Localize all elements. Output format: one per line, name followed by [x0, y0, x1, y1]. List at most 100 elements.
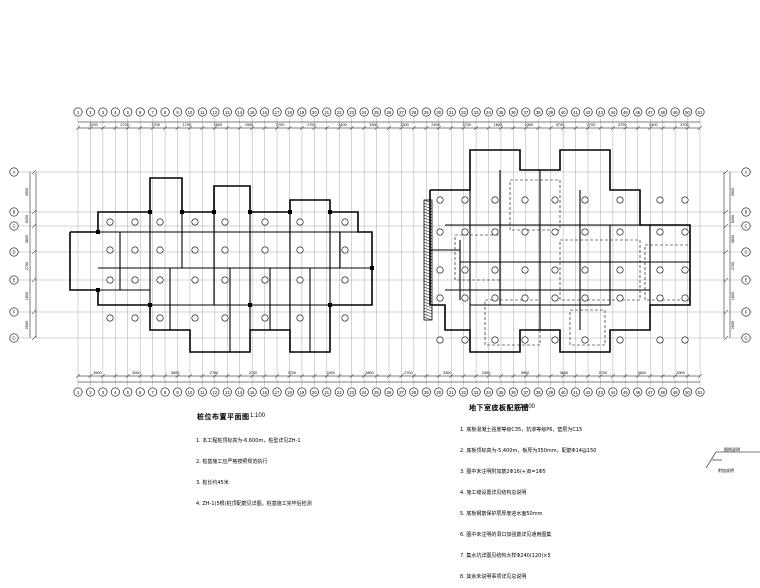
pile-marker — [261, 314, 269, 322]
legend-symbol — [705, 451, 760, 469]
right-note-line: 1. 底板混凝土强度等级C35，抗渗等级P6，垫层为C15 — [460, 427, 583, 433]
axis-bubble — [683, 107, 693, 117]
axis-label: 24 — [362, 390, 367, 395]
axis-bubbles: 1122334455667788991010111112121313141415… — [9, 107, 751, 397]
pile-marker — [221, 276, 229, 284]
dimension-tick — [75, 125, 81, 131]
bottom-dimension-text: 3900 — [93, 371, 101, 375]
side-dimension-text: 5200 — [25, 215, 29, 223]
dimension-tick — [648, 125, 653, 131]
axis-label: 6 — [139, 110, 142, 115]
axis-bubble — [297, 107, 307, 117]
dimension-tick — [548, 125, 553, 131]
dimension-tick — [461, 373, 466, 379]
column-marker — [616, 336, 624, 344]
top-dimension-text: 2700 — [152, 123, 160, 127]
axis-label: 44 — [611, 390, 616, 395]
column-marker — [581, 336, 589, 344]
dimension-tick — [623, 373, 628, 379]
dimension-tick — [436, 125, 441, 131]
dimension-tick — [299, 125, 305, 131]
left-note-line: 1. 本工程桩顶标高为-6.600m，桩型详见ZH-1 — [196, 438, 301, 444]
dimension-tick — [536, 125, 541, 131]
axis-label: 11 — [200, 390, 205, 395]
shaft-hatch — [423, 232, 433, 237]
axis-label: 27 — [399, 110, 404, 115]
axis-bubble — [434, 387, 444, 397]
axis-bubble — [260, 107, 270, 117]
dimension-tick — [424, 125, 429, 131]
axis-bubble — [210, 107, 220, 117]
left-floor-plan — [69, 177, 374, 353]
axis-label: 32 — [461, 110, 466, 115]
axis-label: 25 — [374, 110, 379, 115]
column-marker — [461, 266, 469, 274]
structural-drawing: 1122334455667788991010111112121313141415… — [9, 107, 760, 469]
shaft-hatch — [423, 280, 433, 285]
axis-bubble — [521, 387, 531, 397]
axis-bubble — [9, 221, 19, 231]
axis-bubble — [533, 387, 543, 397]
axis-label: 43 — [598, 390, 603, 395]
dimension-tick — [523, 125, 529, 131]
axis-bubble — [110, 107, 120, 117]
pile-marker — [296, 246, 304, 254]
dimension-tick — [225, 373, 230, 379]
dimension-tick — [287, 373, 292, 379]
right-note-line: 5. 底板钢筋保护层厚度迎水面50mm — [460, 511, 543, 517]
axis-label: A — [13, 170, 16, 175]
shaft-hatch — [423, 244, 433, 249]
axis-bubble — [284, 387, 294, 397]
axis-label: 32 — [461, 390, 466, 395]
dimension-tick — [237, 373, 242, 379]
column-marker — [681, 266, 689, 274]
column-square — [248, 210, 252, 214]
axis-label: 7 — [151, 390, 154, 395]
dimension-tick — [610, 125, 616, 131]
pile-marker — [156, 246, 164, 254]
bottom-dimension-text: 3900 — [676, 371, 684, 375]
column-marker — [581, 294, 589, 302]
dimension-tick — [374, 125, 379, 131]
dimension-tick — [150, 373, 155, 379]
column-square — [370, 266, 374, 270]
axis-bubble — [135, 107, 145, 117]
axis-label: 5 — [127, 110, 130, 115]
axis-label: 30 — [436, 110, 441, 115]
column-marker — [521, 336, 529, 344]
column-marker — [656, 294, 664, 302]
axis-bubble — [185, 387, 195, 397]
axis-label: 24 — [362, 110, 367, 115]
axis-label: 37 — [524, 390, 529, 395]
shaft-hatch — [423, 199, 433, 204]
axis-label: 26 — [387, 110, 392, 115]
shaft-hatch — [423, 274, 433, 279]
axis-label: 34 — [486, 110, 491, 115]
axis-bubble — [421, 107, 431, 117]
axis-bubble — [135, 387, 145, 397]
pile-marker — [296, 276, 304, 284]
shaft-hatch — [423, 283, 433, 288]
shaft-hatch — [423, 253, 433, 258]
top-dimension-text: 3300 — [369, 123, 377, 127]
axis-label: 48 — [660, 110, 665, 115]
shaft-hatch — [423, 226, 433, 231]
axis-label: 17 — [275, 110, 280, 115]
dimension-lines — [29, 121, 731, 383]
column-marker — [551, 196, 559, 204]
axis-label: 10 — [188, 390, 193, 395]
side-dimension-text: 3600 — [731, 235, 735, 243]
column-marker — [436, 336, 444, 344]
axis-bubble — [210, 387, 220, 397]
dimension-tick — [361, 125, 367, 131]
axis-bubble — [695, 107, 705, 117]
axis-label: B — [13, 210, 16, 215]
axis-label: 48 — [660, 390, 665, 395]
shaft-hatch — [423, 235, 433, 240]
side-dimension-text: 3900 — [25, 188, 29, 196]
axis-bubble — [372, 107, 382, 117]
bottom-dimension-text: 3000 — [132, 371, 140, 375]
axis-bubble — [396, 107, 406, 117]
axis-bubble — [446, 107, 456, 117]
axis-bubble — [396, 387, 406, 397]
